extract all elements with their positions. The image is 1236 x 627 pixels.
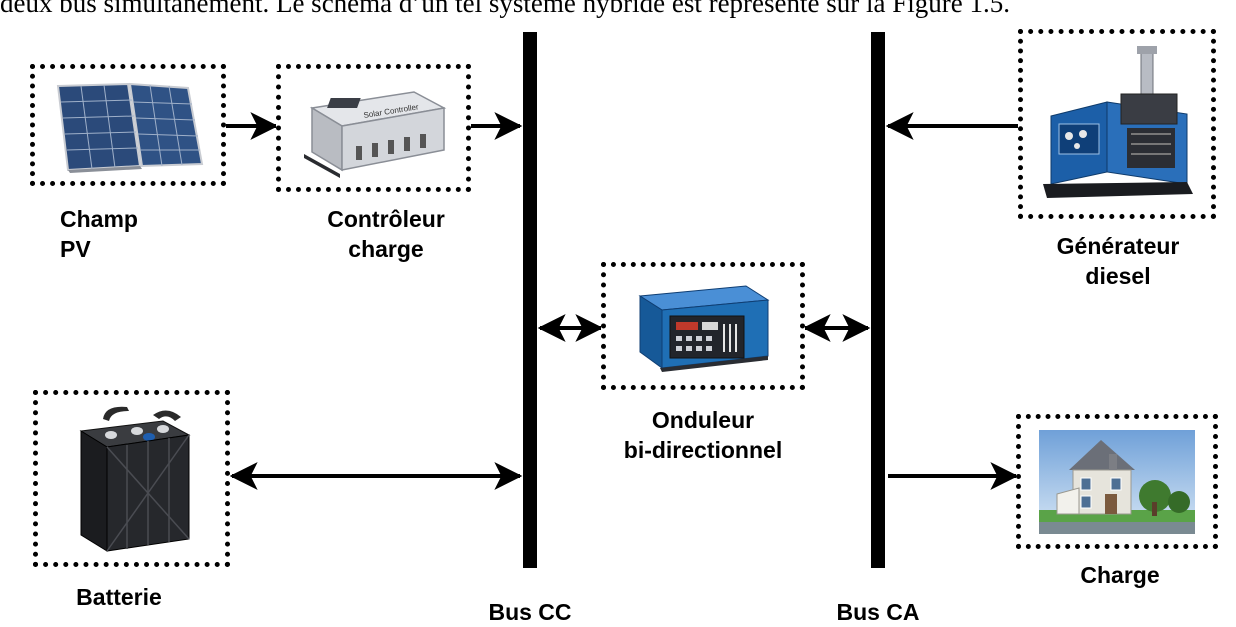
load-box xyxy=(1016,414,1218,549)
pv-label-line1: Champ xyxy=(60,206,138,232)
controller-box: Solar Controller xyxy=(276,64,471,192)
pv-label-line2: PV xyxy=(60,236,91,262)
inverter-label: Onduleur bi-directionnel xyxy=(608,405,798,465)
inverter-box xyxy=(601,262,805,390)
house-icon xyxy=(1039,429,1195,534)
inverter-label-line1: Onduleur xyxy=(651,407,755,433)
pv-label: Champ PV xyxy=(60,204,138,264)
solar-panel-icon xyxy=(56,82,204,173)
ac-bus xyxy=(871,32,885,568)
ac-bus-label: Bus CA xyxy=(836,599,920,625)
generator-label-line2: diesel xyxy=(1085,263,1151,289)
controller-label: Contrôleur charge xyxy=(306,204,466,264)
battery-label: Batterie xyxy=(76,584,162,610)
load-label: Charge xyxy=(1080,562,1160,588)
dc-bus-label: Bus CC xyxy=(488,599,572,625)
generator-label: Générateur diesel xyxy=(1038,231,1198,291)
intro-text: deux bus simultanément. Le schéma d’un t… xyxy=(0,0,1010,18)
pv-box xyxy=(30,64,226,186)
controller-label-line2: charge xyxy=(348,236,424,262)
controller-label-line1: Contrôleur xyxy=(327,206,445,232)
generator-box xyxy=(1018,29,1216,219)
battery-box xyxy=(33,390,230,567)
inverter-icon xyxy=(638,285,770,372)
charge-controller-icon: Solar Controller xyxy=(303,91,446,178)
diesel-generator-icon xyxy=(1043,46,1193,198)
inverter-label-line2: bi-directionnel xyxy=(623,437,783,463)
dc-bus xyxy=(523,32,537,568)
battery-icon xyxy=(79,406,191,552)
generator-label-line1: Générateur xyxy=(1056,233,1180,259)
